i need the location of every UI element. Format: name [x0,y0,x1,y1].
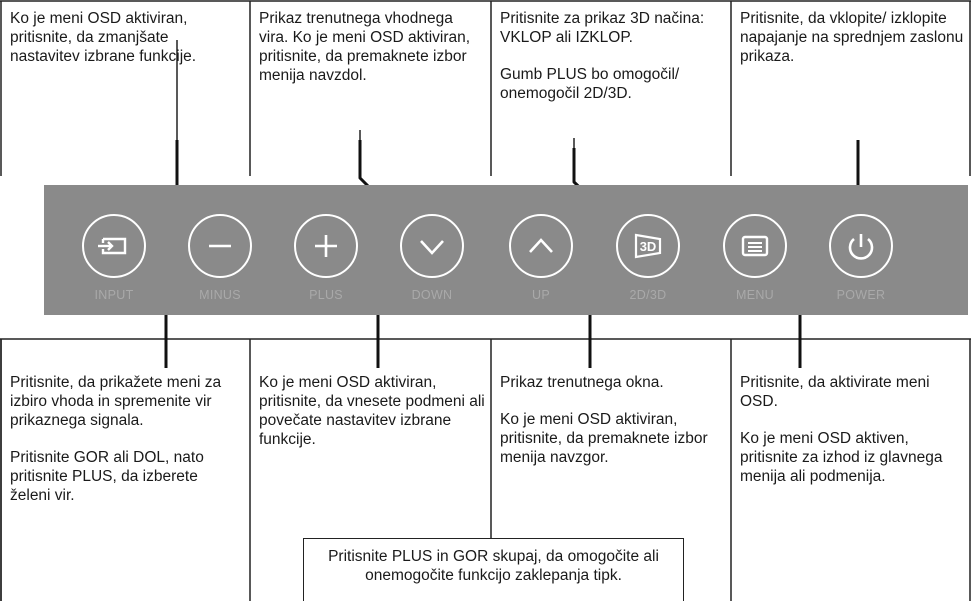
callout-text: Ko je meni OSD aktiviran, pritisnite, da… [10,10,197,65]
button-label-down: DOWN [411,288,453,302]
key-lock-note: Pritisnite PLUS in GOR skupaj, da omogoč… [303,538,684,601]
input-button[interactable] [82,214,146,278]
menu-icon [741,235,769,257]
chevron-up-icon [529,238,553,253]
callout-text: Ko je meni OSD aktiviran, pritisnite, da… [500,411,708,466]
input-icon [98,237,127,255]
callout-box-input: Pritisnite, da prikažete meni za izbiro … [10,373,242,505]
minus-button[interactable] [188,214,252,278]
2d3d-button[interactable]: 3D [616,214,680,278]
callout-text: Ko je meni OSD aktiven, pritisnite za iz… [740,430,943,485]
callout-text: Prikaz trenutnega vhodnega vira. Ko je m… [259,10,471,84]
button-label-plus: PLUS [309,288,343,302]
button-label-up: UP [532,288,550,302]
callout-box-plus: Ko je meni OSD aktiviran, pritisnite, da… [259,373,485,449]
svg-text:3D: 3D [640,239,657,254]
button-label-minus: MINUS [199,288,241,302]
callout-text: Pritisnite, da aktivirate meni OSD. [740,374,930,410]
callout-text: Pritisnite GOR ali DOL, nato pritisnite … [10,449,204,504]
minus-icon [209,244,231,248]
callout-text: Gumb PLUS bo omogočil/ onemogočil 2D/3D. [500,66,680,102]
plus-icon [315,235,337,257]
callout-text: Ko je meni OSD aktiviran, pritisnite, da… [259,374,485,448]
callout-box-up: Prikaz trenutnega okna. Ko je meni OSD a… [500,373,726,467]
callout-box-2d3d: Pritisnite za prikaz 3D načina: VKLOP al… [500,9,726,103]
button-label-input: INPUT [94,288,134,302]
callout-text: Pritisnite, da vklopite/ izklopite napaj… [740,10,964,65]
button-label-menu: MENU [735,288,774,302]
power-button[interactable] [829,214,893,278]
button-label-power: POWER [836,288,886,302]
chevron-down-icon [420,240,444,255]
callout-text: Prikaz trenutnega okna. [500,374,664,391]
button-label-2d3d: 2D/3D [629,288,667,302]
3d-icon: 3D [634,233,662,259]
plus-button[interactable] [294,214,358,278]
up-button[interactable] [509,214,573,278]
down-button[interactable] [400,214,464,278]
callout-box-down: Prikaz trenutnega vhodnega vira. Ko je m… [259,9,485,85]
callout-box-menu: Pritisnite, da aktivirate meni OSD. Ko j… [740,373,966,486]
menu-button[interactable] [723,214,787,278]
callout-text: Pritisnite za prikaz 3D načina: VKLOP al… [500,10,705,46]
callout-box-power: Pritisnite, da vklopite/ izklopite napaj… [740,9,966,66]
callout-text: Pritisnite, da prikažete meni za izbiro … [10,374,222,429]
power-icon [848,234,874,260]
callout-box-minus: Ko je meni OSD aktiviran, pritisnite, da… [10,9,242,66]
